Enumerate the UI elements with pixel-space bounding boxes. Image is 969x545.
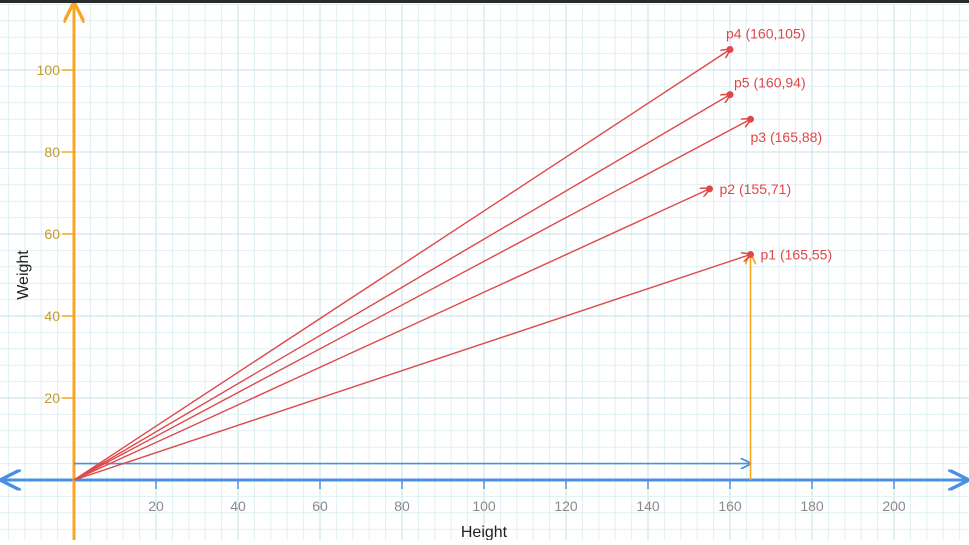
point-label: p1 (165,55) (761, 247, 833, 263)
x-axis-title: Height (461, 524, 508, 540)
x-tick-label: 20 (148, 498, 164, 514)
data-point (747, 251, 754, 258)
data-point (726, 91, 734, 99)
data-point (726, 46, 734, 53)
vector-line (73, 95, 730, 481)
point-label: p2 (155,71) (720, 181, 792, 197)
point-label: p3 (165,88) (751, 129, 823, 145)
point-label: p5 (160,94) (734, 75, 806, 91)
vector-line (73, 50, 730, 481)
x-tick-label: 80 (394, 498, 410, 514)
y-tick-label: 20 (44, 390, 60, 406)
vector-line (73, 189, 710, 481)
x-tick-label: 180 (800, 498, 824, 514)
grid (0, 3, 969, 540)
projection-lines (74, 255, 751, 480)
x-tick-label: 100 (472, 498, 496, 514)
vector-line (73, 119, 751, 481)
x-tick-label: 120 (554, 498, 578, 514)
y-axis-title: Weight (15, 250, 32, 300)
y-tick-label: 40 (44, 308, 60, 324)
data-point (706, 185, 713, 193)
window-top-border (0, 0, 969, 3)
y-axis-ticks: 20 40 60 80 100 (37, 62, 74, 406)
x-tick-label: 60 (312, 498, 328, 514)
vectors (73, 46, 754, 481)
x-tick-label: 160 (718, 498, 742, 514)
x-axis-ticks: 20 40 60 80 100 120 140 160 180 200 (148, 480, 906, 514)
y-tick-label: 100 (37, 62, 61, 78)
y-tick-label: 80 (44, 144, 60, 160)
data-point (747, 115, 754, 123)
y-tick-label: 60 (44, 226, 60, 242)
point-label: p4 (160,105) (726, 26, 805, 42)
x-tick-label: 40 (230, 498, 246, 514)
x-tick-label: 140 (636, 498, 660, 514)
x-tick-label: 200 (882, 498, 906, 514)
point-labels: p1 (165,55) p2 (155,71) p3 (165,88) p4 (160… (720, 26, 833, 263)
vector-line (73, 255, 751, 481)
